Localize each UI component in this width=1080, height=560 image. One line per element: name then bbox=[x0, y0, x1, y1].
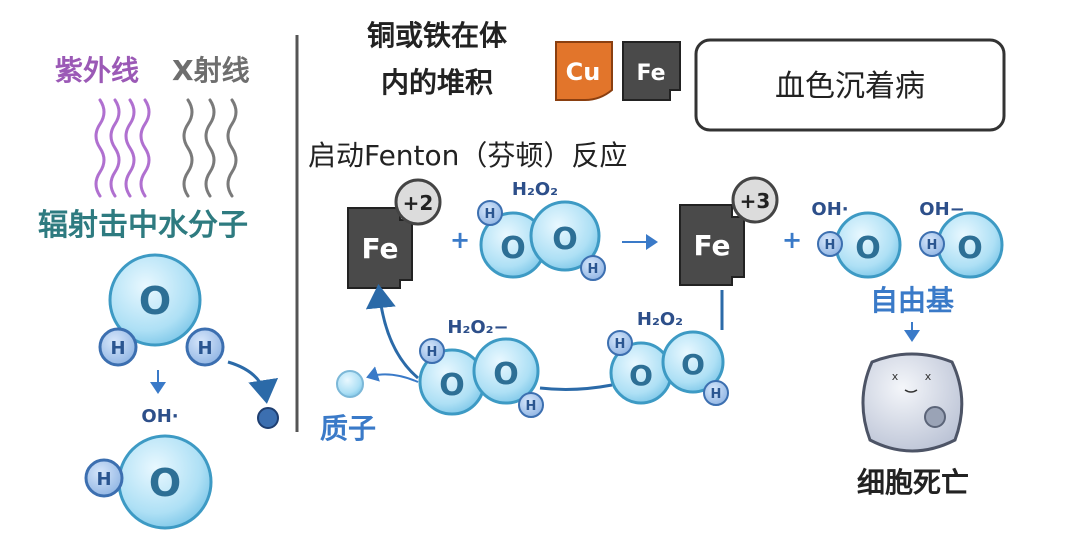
fe3-symbol: Fe bbox=[694, 229, 731, 262]
dead-cell: x x bbox=[861, 352, 964, 453]
fenton-reaction: Fe +2 + H₂O₂ O O H H Fe +3 + OH· bbox=[320, 176, 1004, 499]
fe2-charge: +2 bbox=[403, 191, 434, 215]
accumulation-title-line1: 铜或铁在体 bbox=[367, 19, 508, 52]
left-panel: 紫外线 X射线 辐射击中水分子 O H H OH· bbox=[38, 54, 279, 530]
oxygen-atom-label: O bbox=[552, 222, 578, 257]
h2o2-molecule: O O H H bbox=[607, 330, 729, 406]
svg-text:x: x bbox=[892, 370, 899, 383]
disease-box bbox=[694, 38, 1006, 132]
hydrogen-atom-label: H bbox=[427, 345, 438, 360]
oxygen-atom-label: O bbox=[629, 359, 653, 392]
oh-radical-label: OH· bbox=[811, 199, 848, 220]
hydrogen-atom-label: H bbox=[927, 238, 938, 253]
oh-radical-molecule: O H bbox=[817, 211, 902, 279]
hydrogen-atom-label: H bbox=[825, 238, 836, 253]
accumulation-title-line2: 内的堆积 bbox=[381, 66, 493, 99]
hydrogen-atom-label: H bbox=[711, 387, 722, 402]
oxygen-atom-label: O bbox=[139, 279, 171, 323]
hydrogen-released bbox=[257, 407, 279, 429]
hydrogen-atom-label: H bbox=[588, 262, 599, 277]
svg-text:x: x bbox=[925, 370, 932, 383]
oxygen-atom-label: O bbox=[855, 231, 881, 266]
plus-sign: + bbox=[782, 226, 802, 254]
xray-waves bbox=[182, 98, 238, 198]
cell-death-label: 细胞死亡 bbox=[857, 466, 969, 499]
hydrogen-atom-label: H bbox=[526, 399, 537, 414]
fe-symbol: Fe bbox=[636, 61, 665, 86]
oxygen-atom-label: O bbox=[500, 231, 526, 266]
hydrogen-atom-label: H bbox=[197, 338, 212, 359]
fe3-ion: Fe +3 bbox=[679, 176, 779, 286]
oxygen-atom-label: O bbox=[149, 461, 181, 505]
oxygen-atom-label: O bbox=[681, 348, 705, 381]
regeneration-path bbox=[539, 383, 613, 391]
fe3-charge: +3 bbox=[740, 189, 771, 213]
oh-radical-label: OH· bbox=[141, 406, 178, 427]
hydrogen-atom-label: H bbox=[485, 207, 496, 222]
hydroxide-molecule: O H bbox=[919, 211, 1004, 279]
accumulation-section: 铜或铁在体 内的堆积 Cu Fe 血色沉着病 bbox=[367, 19, 1006, 132]
plus-sign: + bbox=[450, 226, 470, 254]
proton-label: 质子 bbox=[320, 412, 376, 445]
h2o2-anion-molecule: O O H H bbox=[418, 337, 544, 418]
h2o2-molecule: O O H H bbox=[477, 200, 606, 281]
water-molecule: O H H bbox=[98, 253, 225, 367]
hydrogen-atom-label: H bbox=[96, 469, 111, 490]
h2o2-label: H₂O₂ bbox=[512, 179, 558, 200]
fe-element-tile: Fe bbox=[622, 41, 681, 101]
oh-radical-molecule: O H bbox=[84, 434, 213, 530]
uv-label: 紫外线 bbox=[55, 54, 139, 87]
proton-arrow bbox=[366, 366, 419, 383]
radiation-caption: 辐射击中水分子 bbox=[38, 208, 248, 243]
disease-label: 血色沉着病 bbox=[775, 69, 925, 104]
fe2-symbol: Fe bbox=[362, 232, 399, 265]
h2o2-minus-label: H₂O₂− bbox=[447, 317, 508, 338]
curved-arrow bbox=[227, 360, 279, 404]
reaction-header: 启动Fenton（芬顿）反应 bbox=[308, 139, 627, 172]
hydrogen-atom-label: H bbox=[110, 338, 125, 359]
fe2-ion: Fe +2 bbox=[347, 178, 442, 289]
oxygen-atom-label: O bbox=[957, 231, 983, 266]
oxygen-atom-label: O bbox=[493, 357, 519, 392]
cu-symbol: Cu bbox=[566, 58, 601, 86]
oxygen-atom-label: O bbox=[439, 368, 465, 403]
uv-waves bbox=[94, 98, 151, 198]
h2o2-label: H₂O₂ bbox=[637, 309, 683, 330]
hydrogen-atom-label: H bbox=[615, 337, 626, 352]
xray-label: X射线 bbox=[172, 54, 250, 87]
fe-regeneration-arrow bbox=[365, 284, 419, 380]
proton bbox=[336, 370, 364, 398]
free-radical-label: 自由基 bbox=[870, 284, 954, 317]
oh-minus-label: OH− bbox=[919, 199, 964, 220]
cu-element-tile: Cu bbox=[555, 41, 613, 101]
